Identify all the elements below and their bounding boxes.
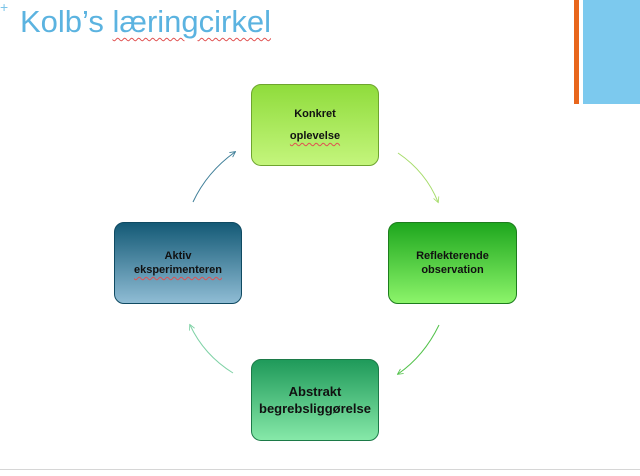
node-label-line1: Reflekterende (416, 250, 489, 262)
node-label-line2: observation (421, 264, 484, 276)
node-label-line2: oplevelse (289, 130, 341, 142)
curved-arrow-icon (190, 325, 234, 374)
cycle-node-abstract-conceptualization: Abstrakt begrebsliggørelse (251, 359, 379, 441)
node-label-line2: eksperimenteren (133, 264, 223, 276)
title-main: læringcirkel (112, 4, 271, 39)
cycle-node-reflective-observation: Reflekterende observation (388, 222, 517, 304)
curved-arrow-icon (397, 152, 438, 202)
accent-bar-blue (583, 0, 640, 104)
cycle-node-active-experimentation: Aktiv eksperimenteren (114, 222, 242, 304)
node-label-line2: begrebsliggørelse (259, 401, 371, 416)
node-label-line1: Konkret (294, 108, 336, 120)
plus-marker-icon: + (0, 0, 9, 15)
slide-title: Kolb’s læringcirkel (20, 4, 271, 40)
bottom-divider (0, 469, 640, 470)
node-label-line1: Abstrakt (288, 384, 342, 399)
cycle-node-concrete-experience: Konkret oplevelse (251, 84, 379, 166)
accent-bar-orange (574, 0, 579, 104)
curved-arrow-icon (192, 152, 235, 203)
title-prefix: Kolb’s (20, 4, 113, 39)
node-label-line1: Aktiv (164, 250, 192, 262)
curved-arrow-icon (398, 324, 440, 374)
